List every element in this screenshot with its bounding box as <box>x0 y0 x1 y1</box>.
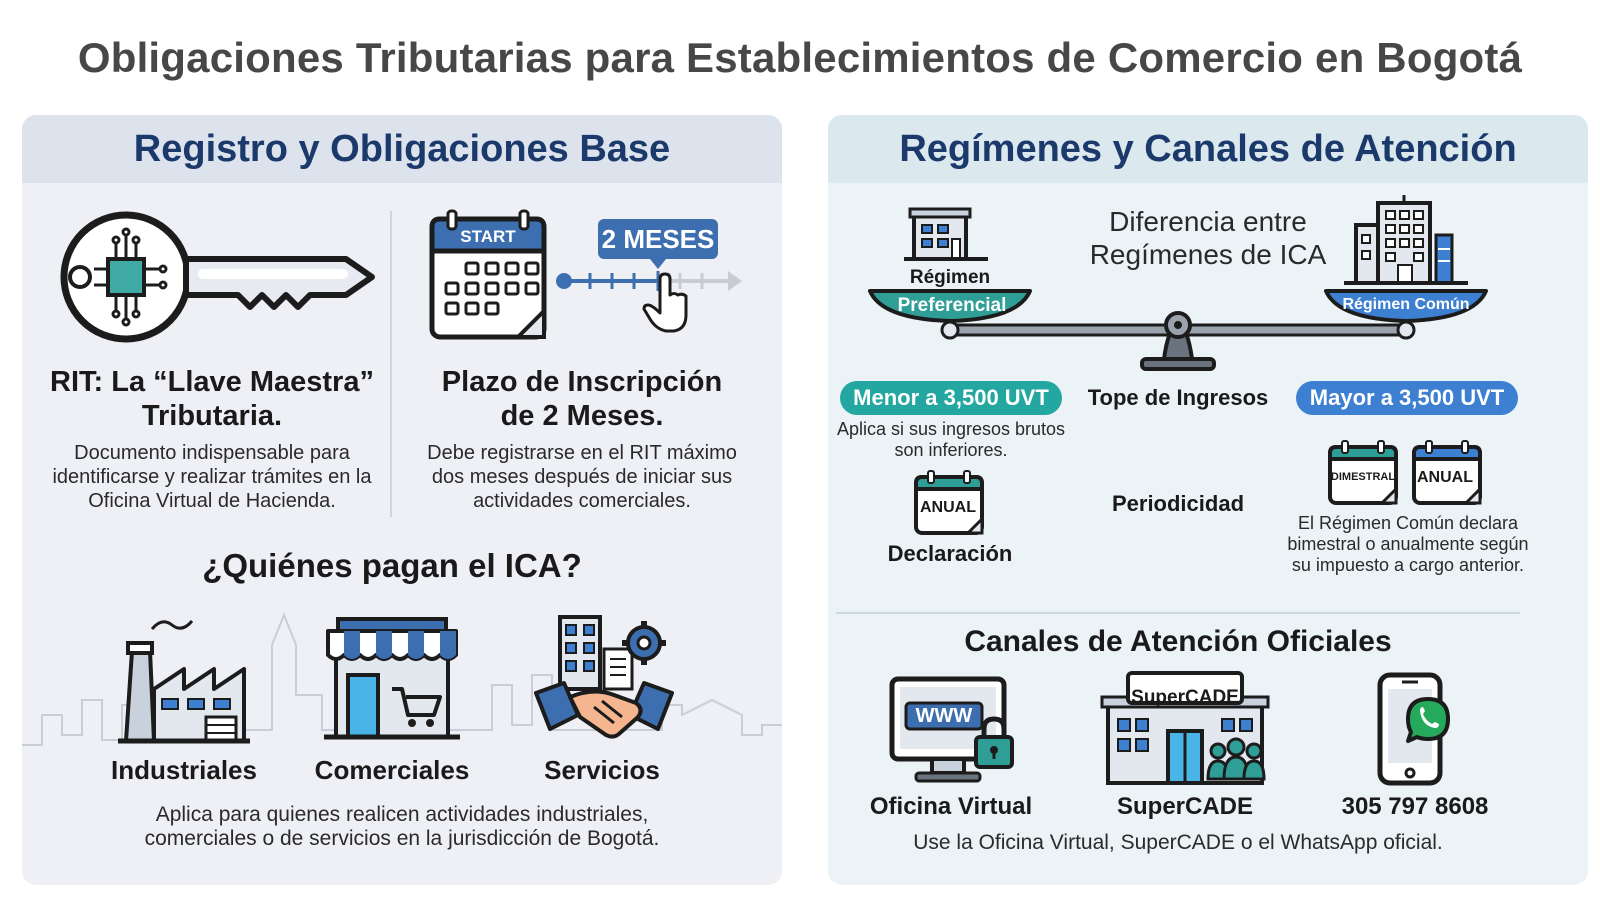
canales-description: Use la Oficina Virtual, SuperCADE o el W… <box>913 831 1443 854</box>
store-icon <box>324 617 460 740</box>
menor-uvt-pill: Menor a 3,500 UVT <box>840 381 1062 415</box>
calendar-anual-comun-icon <box>1412 440 1482 505</box>
ica-title: ¿Quiénes pagan el ICA? <box>202 547 582 584</box>
calendar-bimestral-icon <box>1328 440 1398 505</box>
regimen-preferencial-label-top: Régimen <box>909 267 991 288</box>
badge-2-meses: 2 MESES <box>598 219 718 259</box>
regimen-preferencial-label: Preferencial <box>897 295 1007 316</box>
timeline-icon <box>556 271 742 333</box>
factory-icon <box>118 620 250 744</box>
canales-title: Canales de Atención Oficiales <box>964 625 1392 658</box>
ica-item-industriales: Industriales <box>111 755 257 785</box>
badge-pointer <box>650 259 666 269</box>
ica-description: Aplica para quienes realicen actividades… <box>144 803 660 850</box>
plazo-description: Debe registrarse en el RIT máximo dos me… <box>427 442 737 512</box>
section-divider <box>836 612 1520 614</box>
calendar-anual-label: ANUAL <box>920 499 976 516</box>
regimen-comun-description: El Régimen Común declara bimestral o anu… <box>1287 513 1529 575</box>
regimen-comun-label: Régimen Común <box>1342 296 1470 313</box>
periodicidad-label: Periodicidad <box>1111 491 1245 516</box>
tope-ingresos-label: Tope de Ingresos <box>1087 385 1269 410</box>
ica-item-comerciales: Comerciales <box>314 755 470 785</box>
handshake-icon <box>534 615 674 739</box>
canal-supercade: SuperCADE <box>1116 793 1254 820</box>
calendar-icon <box>429 209 547 340</box>
scale-icon <box>868 195 1488 371</box>
panel-regimenes: Regímenes y Canales de Atención Diferenc… <box>828 115 1588 885</box>
scale-title: Diferencia entre Regímenes de ICA <box>1089 206 1327 270</box>
panel-header-registro: Registro y Obligaciones Base <box>22 115 782 183</box>
calendar-anual-icon <box>914 470 984 535</box>
declaracion-label: Declaración <box>887 541 1013 566</box>
calendar-anual-comun-label: ANUAL <box>1417 469 1473 486</box>
ica-item-servicios: Servicios <box>544 755 660 785</box>
whatsapp-phone-icon <box>1377 672 1450 786</box>
rit-title: RIT: La “Llave Maestra” Tributaria. <box>50 366 374 432</box>
computer-lock-icon <box>889 676 1014 783</box>
skyline-illustration <box>22 612 782 746</box>
plazo-title: Plazo de Inscripción de 2 Meses. <box>441 366 723 432</box>
canal-whatsapp-number: 305 797 8608 <box>1341 793 1489 820</box>
rit-description: Documento indispensable para identificar… <box>52 442 372 512</box>
panel-registro: Registro y Obligaciones Base RIT: La “Ll… <box>22 115 782 885</box>
calendar-start-label: START <box>460 227 516 246</box>
www-label: WWW <box>915 705 973 727</box>
mayor-uvt-pill: Mayor a 3,500 UVT <box>1296 381 1518 415</box>
key-icon <box>60 211 375 343</box>
calendar-bimestral-label: DIMESTRAL <box>1330 471 1396 483</box>
menor-uvt-description: Aplica si sus ingresos brutos son inferi… <box>836 419 1066 460</box>
page-title: Obligaciones Tributarias para Establecim… <box>77 34 1523 81</box>
supercade-building-icon <box>1100 671 1270 785</box>
divider <box>390 211 392 517</box>
canal-oficina-virtual: Oficina Virtual <box>869 793 1033 820</box>
panel-header-regimenes: Regímenes y Canales de Atención <box>828 115 1588 183</box>
supercade-sign: SuperCADE <box>1131 687 1239 708</box>
